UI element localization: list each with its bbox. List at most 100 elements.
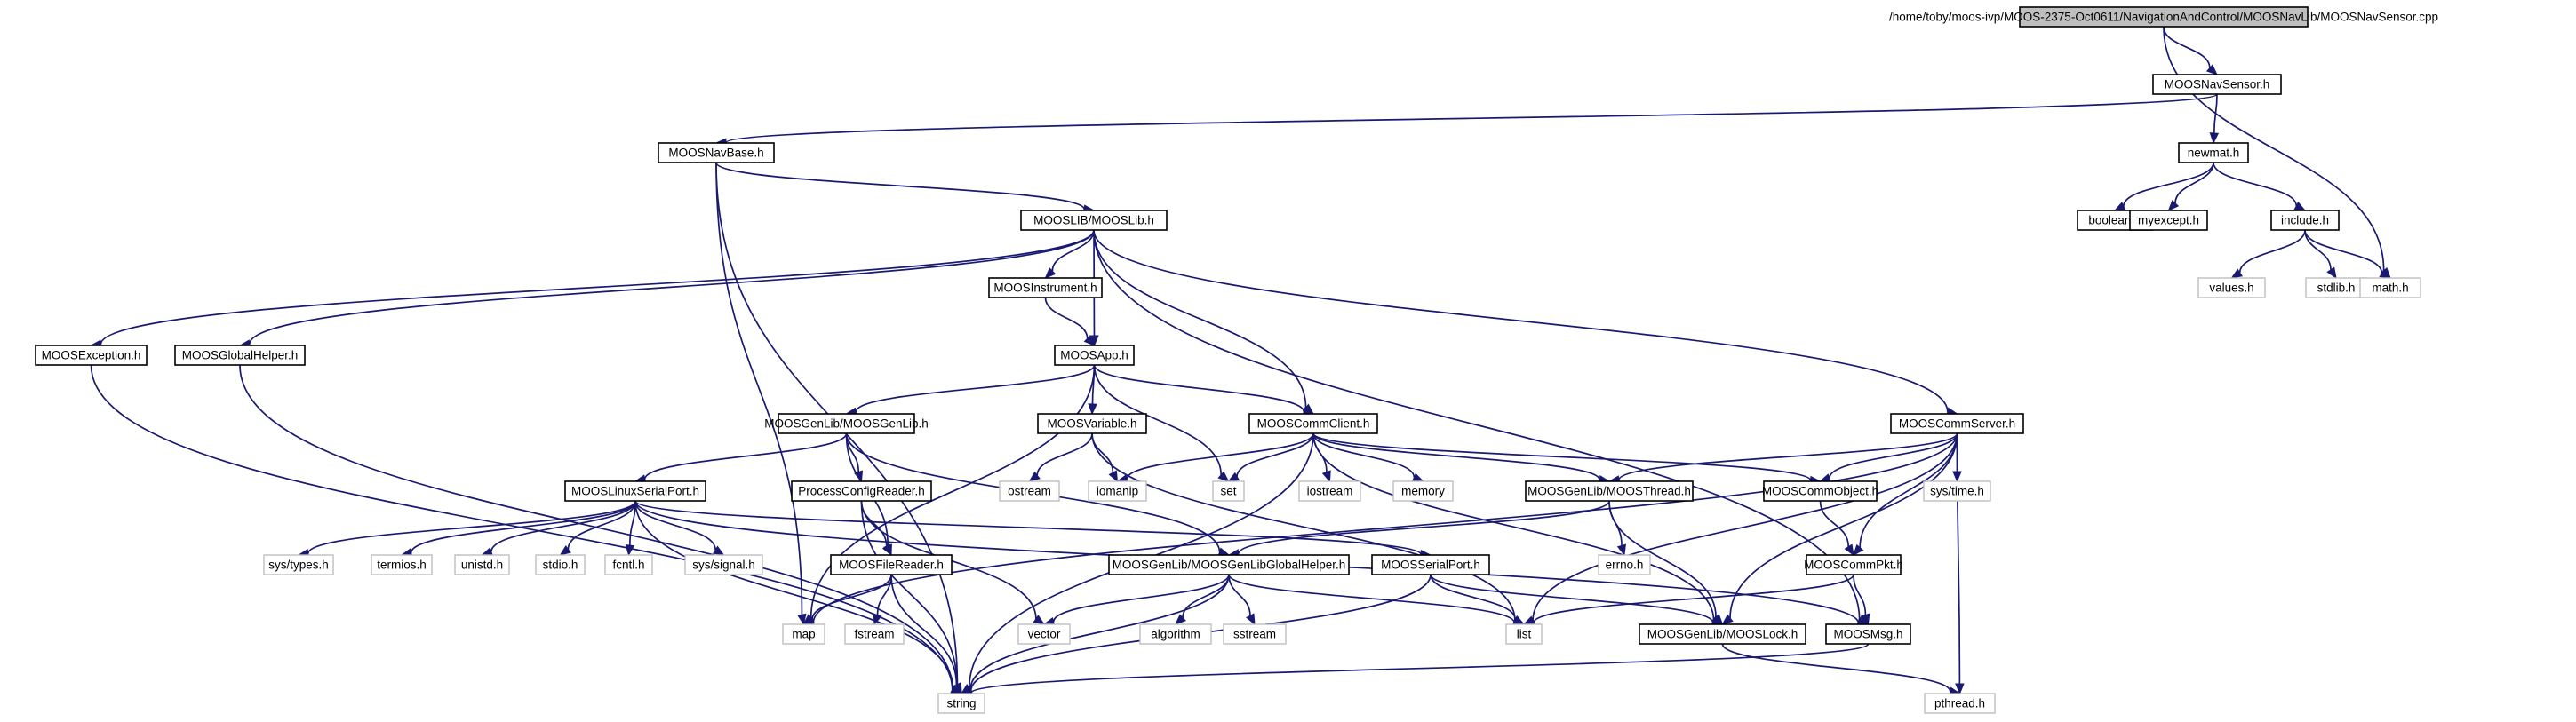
edge-line	[1829, 432, 1958, 479]
edge-include-to-values	[2230, 229, 2306, 279]
node-math-h: math.h	[2359, 277, 2421, 298]
node-box	[564, 480, 706, 502]
edge-linuxserial-to-unistd	[481, 500, 636, 557]
node-values-h: values.h	[2197, 277, 2266, 298]
edge-line	[1228, 574, 1515, 623]
edge-line	[634, 500, 954, 689]
node-iomanip: iomanip	[1088, 480, 1147, 502]
edge-line	[860, 500, 958, 686]
edge-line	[1228, 574, 1251, 616]
edge-newmat-to-boolean	[2113, 162, 2214, 211]
edge-mooslib-to-globalhelper	[238, 229, 1095, 349]
edge-line	[1238, 500, 1610, 554]
node-label: MOOSVariable.h	[1047, 417, 1136, 431]
node-box	[2270, 210, 2340, 231]
edge-line	[1091, 432, 1114, 473]
edge-line	[725, 93, 2218, 144]
node-label: MOOSSerialPort.h	[1381, 559, 1480, 572]
node-moosserialport-h[interactable]: MOOSSerialPort.h	[1371, 554, 1490, 575]
node-box	[1505, 623, 1543, 645]
node-box	[1298, 480, 1361, 502]
node-moosgenlib-moosgenlib-h[interactable]: MOOSGenLib/MOOSGenLib.h	[764, 413, 929, 434]
node-box	[1037, 413, 1147, 434]
edge-line	[1093, 364, 1305, 412]
node-mooscommpkt-h[interactable]: MOOSCommPkt.h	[1804, 554, 1903, 575]
edge-variable-to-iomanip	[1091, 432, 1119, 483]
node-moosmsg-h[interactable]: MOOSMsg.h	[1825, 623, 1911, 645]
node-label: /home/toby/moos-ivp/MOOS-2375-Oct0611/Na…	[1889, 11, 2438, 24]
node-box	[1088, 480, 1147, 502]
edge-line	[811, 574, 892, 620]
edge-mooslib-to-commserver	[1093, 229, 1958, 417]
node-moosnavsensor-h[interactable]: MOOSNavSensor.h	[2152, 74, 2282, 95]
dependency-nodes: /home/toby/moos-ivp/MOOS-2375-Oct0611/Na…	[35, 6, 2438, 714]
edge-arrowhead	[881, 543, 892, 557]
node-processconfigreader-h[interactable]: ProcessConfigReader.h	[791, 480, 932, 502]
node-sys-types-h: sys/types.h	[263, 554, 334, 575]
edge-arrowhead	[1321, 470, 1331, 483]
node-box	[1371, 554, 1490, 575]
edge-linuxserial-to-syssignal	[634, 500, 725, 556]
node-moosgenlib-moosthread-h[interactable]: MOOSGenLib/MOOSThread.h	[1525, 480, 1694, 502]
edge-commobject-to-commpkt	[1819, 500, 1854, 557]
node-mooslinuxserialport-h[interactable]: MOOSLinuxSerialPort.h	[564, 480, 706, 502]
node-moosgenlib-mooslock-h[interactable]: MOOSGenLib/MOOSLock.h	[1639, 623, 1806, 645]
edge-line	[634, 500, 1422, 556]
node-mooscommserver-h[interactable]: MOOSCommServer.h	[1890, 413, 2024, 434]
edge-arrowhead	[1227, 472, 1240, 482]
node-newmat-h[interactable]: newmat.h	[2178, 142, 2249, 163]
node-label: vector	[1028, 628, 1061, 641]
node-label: MOOSNavSensor.h	[2165, 78, 2270, 91]
edge-line	[100, 229, 1095, 345]
node-label: unistd.h	[461, 559, 503, 572]
edge-navbase-to-map	[715, 162, 807, 626]
node-box	[1825, 623, 1911, 645]
node-label: map	[792, 628, 815, 641]
edge-arrowhead	[1083, 335, 1096, 346]
node-box	[1212, 480, 1245, 502]
node-moosgenlib-moosgenlibglobalhelper-h[interactable]: MOOSGenLib/MOOSGenLibGlobalHelper.h	[1108, 554, 1350, 575]
node-moosvariable-h[interactable]: MOOSVariable.h	[1037, 413, 1147, 434]
node-label: MOOSLIB/MOOSLib.h	[1033, 214, 1154, 227]
node-include-h[interactable]: include.h	[2270, 210, 2340, 231]
edge-arrowhead	[2230, 268, 2243, 279]
node-label: MOOSGenLib/MOOSThread.h	[1527, 485, 1691, 498]
node-home-toby-moos-ivp-moos-2375-oct0611-navigationandcontrol-moosnavlib-moosnavsensor-cpp[interactable]: /home/toby/moos-ivp/MOOS-2375-Oct0611/Na…	[1889, 6, 2438, 28]
node-box	[1392, 480, 1454, 502]
node-mooslib-mooslib-h[interactable]: MOOSLIB/MOOSLib.h	[1020, 210, 1168, 231]
node-myexcept-h[interactable]: myexcept.h	[2129, 210, 2208, 231]
node-label: termios.h	[377, 559, 427, 572]
node-moosfilereader-h[interactable]: MOOSFileReader.h	[830, 554, 953, 575]
node-sys-time-h: sys/time.h	[1923, 480, 1991, 502]
node-moosexception-h[interactable]: MOOSException.h	[35, 345, 148, 366]
edge-genlibglobal-to-sstream	[1228, 574, 1256, 626]
node-moosglobalhelper-h[interactable]: MOOSGlobalHelper.h	[174, 345, 306, 366]
node-label: ProcessConfigReader.h	[798, 485, 925, 498]
edge-root-to-navsensor_h	[2163, 26, 2218, 75]
node-label: pthread.h	[1934, 697, 1985, 710]
node-mooscommobject-h[interactable]: MOOSCommObject.h	[1762, 480, 1878, 502]
node-mooscommclient-h[interactable]: MOOSCommClient.h	[1248, 413, 1378, 434]
edge-app-to-commclient	[1093, 364, 1315, 417]
node-map: map	[782, 623, 825, 645]
edge-arrowhead	[1616, 543, 1626, 557]
edge-genlibglobal-to-vector	[1042, 574, 1230, 627]
node-box	[830, 554, 953, 575]
node-box	[988, 277, 1103, 298]
edge-line	[2123, 162, 2214, 207]
node-box	[2359, 277, 2421, 298]
node-label: MOOSApp.h	[1060, 349, 1128, 362]
edge-line	[1044, 297, 1089, 339]
node-label: string	[946, 697, 976, 710]
edge-line	[1312, 432, 1715, 621]
edge-line	[1729, 432, 1958, 619]
node-moosnavbase-h[interactable]: MOOSNavBase.h	[658, 142, 775, 163]
edge-line	[1093, 229, 1861, 621]
node-label: MOOSCommServer.h	[1899, 417, 2015, 431]
node-moosinstrument-h[interactable]: MOOSInstrument.h	[988, 277, 1103, 298]
edge-line	[2163, 26, 2385, 271]
edge-filereader-to-string	[890, 574, 962, 695]
node-moosapp-h[interactable]: MOOSApp.h	[1054, 345, 1135, 366]
edge-arrowhead	[1028, 471, 1041, 482]
